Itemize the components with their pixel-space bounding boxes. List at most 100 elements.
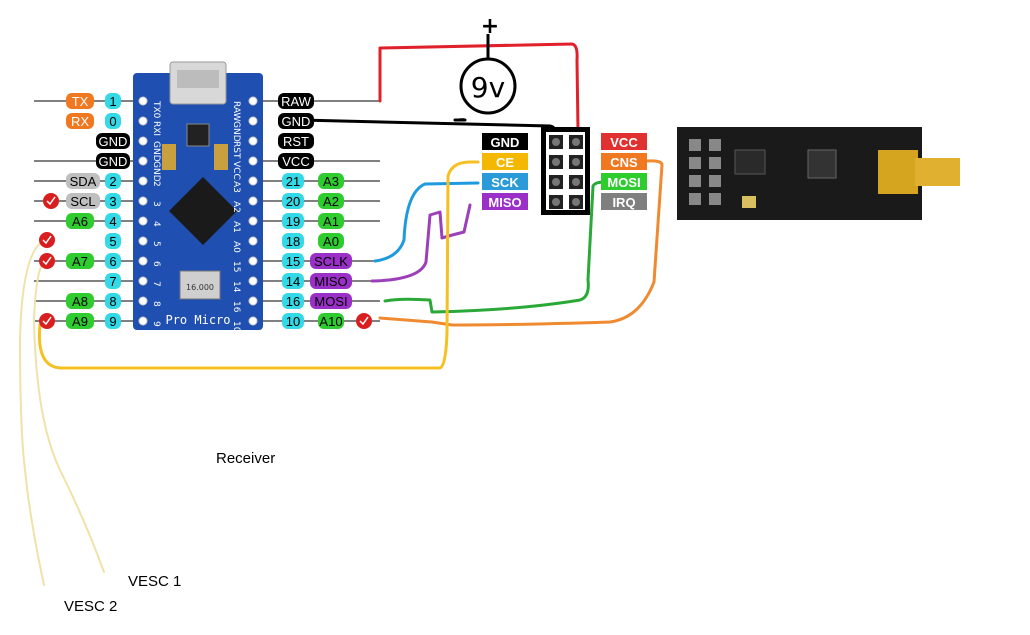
right-pin-5-tag-text: A2 bbox=[323, 194, 339, 209]
left-pin-11-number-text: 9 bbox=[109, 314, 116, 329]
nrf-left-tag-2: SCK bbox=[482, 173, 528, 190]
nrf-left-tag-0-text: GND bbox=[491, 135, 520, 150]
left-pin-10-number: 8 bbox=[105, 293, 121, 309]
right-pin-5-number: 20 bbox=[282, 193, 304, 209]
wire-purple-miso bbox=[370, 203, 472, 283]
left-pin-6-tag-text: A6 bbox=[72, 214, 88, 229]
board-right-silk-5: A2 bbox=[231, 201, 241, 213]
left-pin-1-tag-text: RX bbox=[71, 114, 89, 129]
nrf-left-tag-1-text: CE bbox=[496, 155, 514, 170]
right-pin-5-number-text: 20 bbox=[286, 194, 300, 209]
board-right-silk-6: A1 bbox=[231, 221, 241, 233]
red-marker-1 bbox=[39, 232, 55, 248]
nrf-right-tag-2-text: MOSI bbox=[607, 175, 640, 190]
board-right-silk-4: A3 bbox=[231, 181, 241, 193]
right-pin-10-number: 16 bbox=[282, 293, 304, 309]
left-pin-2-tag-text: GND bbox=[99, 134, 128, 149]
left-pin-9-number: 7 bbox=[105, 273, 121, 289]
wires bbox=[19, 42, 664, 586]
board-left-silk-0: TX0 bbox=[151, 100, 161, 119]
right-pin-3-tag: VCC bbox=[278, 153, 314, 169]
right-pin-0-tag: RAW bbox=[278, 93, 314, 109]
wire-black-ground bbox=[298, 118, 557, 136]
right-pin-10-number-text: 16 bbox=[286, 294, 300, 309]
right-pin-0-tag-text: RAW bbox=[281, 94, 312, 109]
wire-vesc-1 bbox=[19, 239, 46, 586]
board-right-silk-2: RST bbox=[231, 141, 241, 159]
right-pin-9-number: 14 bbox=[282, 273, 304, 289]
right-pin-6-number: 19 bbox=[282, 213, 304, 229]
right-pin-2-tag: RST bbox=[278, 133, 314, 149]
minus-label: - bbox=[459, 109, 466, 128]
right-pin-8-number: 15 bbox=[282, 253, 304, 269]
board-left-silk-3: GND bbox=[151, 161, 161, 182]
right-pin-3-tag-text: VCC bbox=[282, 154, 309, 169]
right-pin-4-number-text: 21 bbox=[286, 174, 300, 189]
left-pin-0-tag: TX bbox=[66, 93, 94, 109]
receiver-label: Receiver bbox=[216, 450, 275, 467]
right-pin-11-number-text: 10 bbox=[286, 314, 300, 329]
left-pin-4-tag-text: SDA bbox=[70, 174, 97, 189]
battery-label: 9v bbox=[471, 71, 505, 104]
right-pin-4-tag: A3 bbox=[318, 173, 344, 189]
right-pin-10-tag-text: MOSI bbox=[314, 294, 347, 309]
board-left-silk-9: 7 bbox=[151, 281, 161, 287]
pro-micro-board: 16.000 Pro Micro TX0RXIGNDGND23456789RAW… bbox=[133, 61, 263, 333]
nrf-right-tag-1-text: CNS bbox=[610, 155, 638, 170]
crystal-label: 16.000 bbox=[186, 283, 214, 292]
left-pin-1-number-text: 0 bbox=[109, 114, 116, 129]
board-left-silk-2: GND bbox=[151, 141, 161, 162]
red-marker-3 bbox=[39, 313, 55, 329]
right-pin-11-tag-text: A10 bbox=[319, 314, 342, 329]
right-pin-1-tag: GND bbox=[278, 113, 314, 129]
left-pin-8-number: 6 bbox=[105, 253, 121, 269]
left-pin-0-tag-text: TX bbox=[72, 94, 89, 109]
left-pin-2-tag: GND bbox=[96, 133, 130, 149]
nrf-right-tag-3-text: IRQ bbox=[612, 195, 635, 210]
left-pin-10-tag-text: A8 bbox=[72, 294, 88, 309]
red-marker-4 bbox=[356, 313, 372, 329]
nrf-right-tag-1: CNS bbox=[601, 153, 647, 170]
wire-blue-sck bbox=[373, 181, 480, 263]
nrf-right-tag-0-text: VCC bbox=[610, 135, 638, 150]
left-pin-0-number: 1 bbox=[105, 93, 121, 109]
right-pin-11-tag: A10 bbox=[318, 313, 344, 329]
wire-yellow-ce bbox=[37, 160, 480, 370]
right-pin-8-number-text: 15 bbox=[286, 254, 300, 269]
left-pin-5-number-text: 3 bbox=[109, 194, 116, 209]
right-pin-8-tag: SCLK bbox=[310, 253, 352, 269]
wire-vesc-2 bbox=[33, 259, 105, 573]
board-left-silk-1: RXI bbox=[151, 121, 161, 136]
nrf-right-tag-3: IRQ bbox=[601, 193, 647, 210]
left-pin-1-number: 0 bbox=[105, 113, 121, 129]
left-pin-7-number-text: 5 bbox=[109, 234, 116, 249]
board-right-silk-1: GND bbox=[231, 121, 241, 142]
left-pin-7-number: 5 bbox=[105, 233, 121, 249]
left-pin-8-tag-text: A7 bbox=[72, 254, 88, 269]
left-pin-3-tag: GND bbox=[96, 153, 130, 169]
board-left-silk-7: 5 bbox=[151, 241, 161, 247]
left-pin-8-tag: A7 bbox=[66, 253, 94, 269]
board-left-silk-5: 3 bbox=[151, 201, 161, 207]
vesc1-label: VESC 1 bbox=[128, 573, 181, 590]
red-markers bbox=[39, 193, 372, 329]
nrf-left-tag-2-text: SCK bbox=[491, 175, 519, 190]
left-pin-0-number-text: 1 bbox=[109, 94, 116, 109]
left-pin-5-tag-text: SCL bbox=[70, 194, 95, 209]
board-right-silk-10: 16 bbox=[231, 301, 241, 313]
left-pin-6-number: 4 bbox=[105, 213, 121, 229]
board-left-silk-6: 4 bbox=[151, 221, 161, 227]
left-pin-9-number-text: 7 bbox=[109, 274, 116, 289]
board-right-silk-3: VCC bbox=[231, 161, 241, 180]
nrf-right-tag-2: MOSI bbox=[601, 173, 647, 190]
plus-label: + bbox=[481, 14, 499, 39]
nrf-module bbox=[677, 127, 960, 220]
right-pin-5-tag: A2 bbox=[318, 193, 344, 209]
right-pin-8-tag-text: SCLK bbox=[314, 254, 348, 269]
right-pin-9-tag-text: MISO bbox=[314, 274, 347, 289]
nrf-left-tag-3: MISO bbox=[482, 193, 528, 210]
right-pin-4-tag-text: A3 bbox=[323, 174, 339, 189]
board-left-silk-8: 6 bbox=[151, 261, 161, 267]
right-pin-6-tag: A1 bbox=[318, 213, 344, 229]
wire-green-mosi bbox=[383, 180, 607, 314]
